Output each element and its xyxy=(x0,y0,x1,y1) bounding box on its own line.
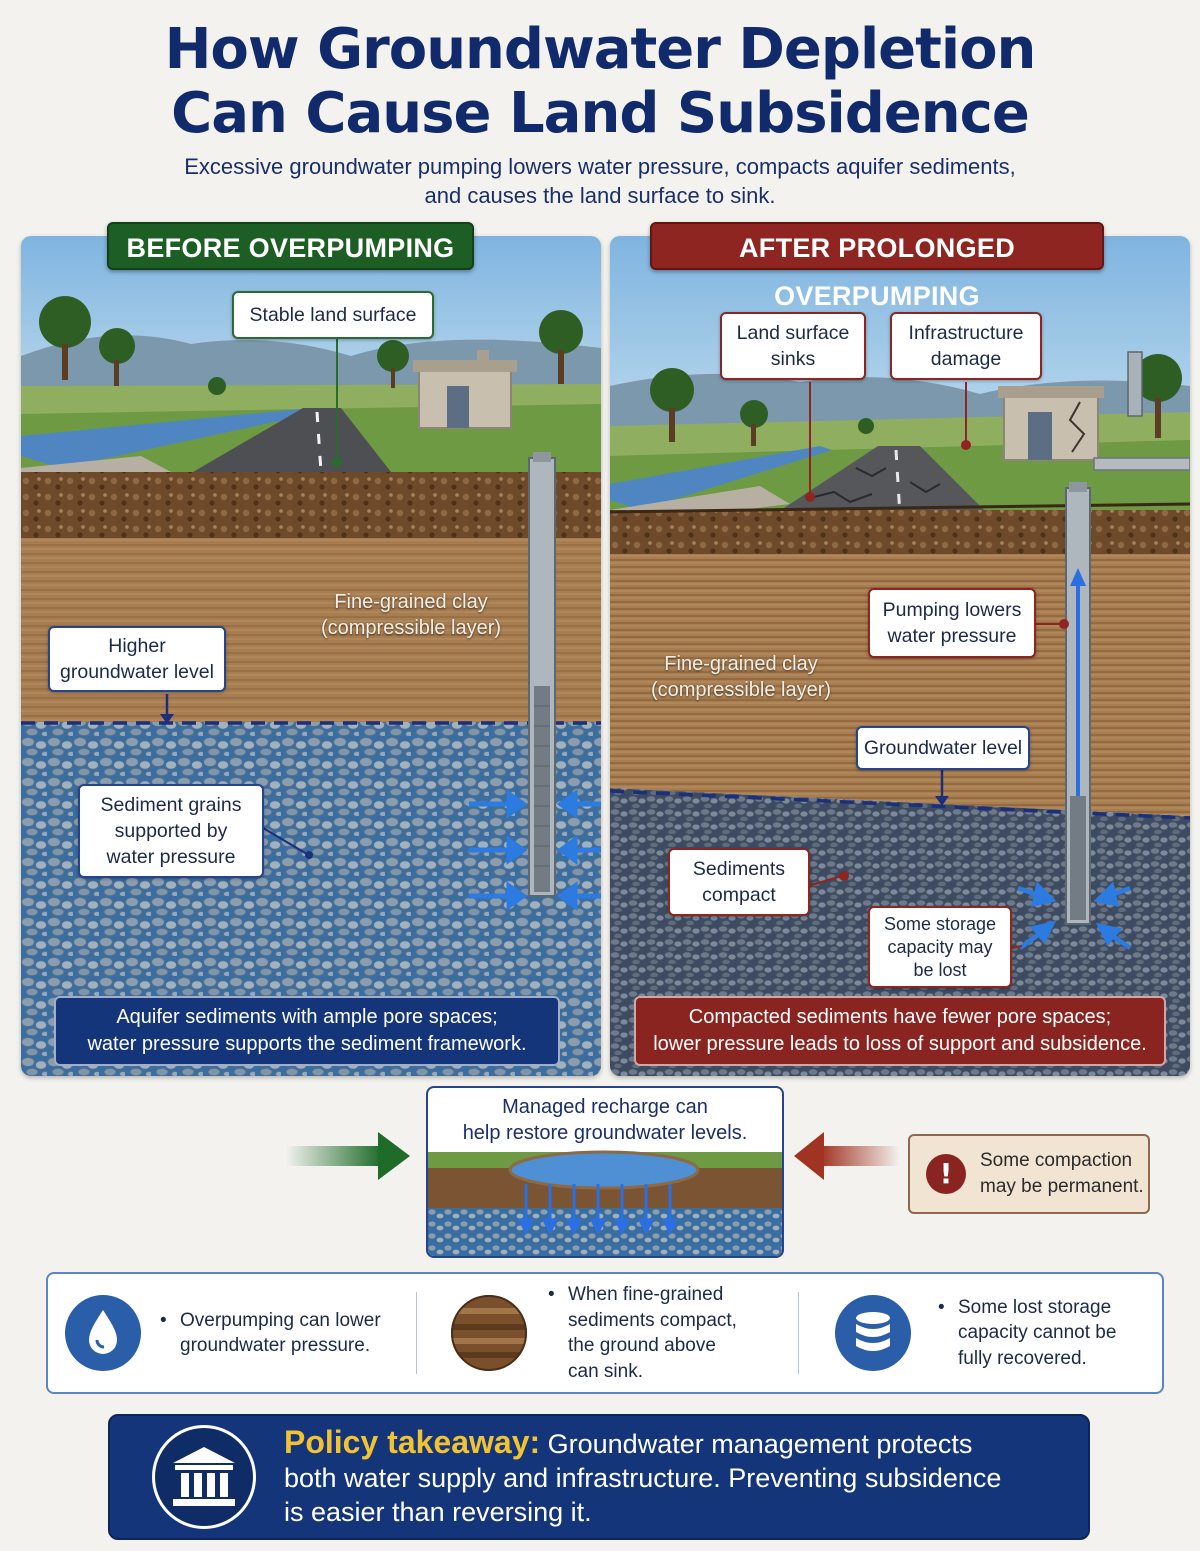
page-title: How Groundwater Depletion Can Cause Land… xyxy=(0,18,1200,146)
before-clay-label: Fine-grained clay (compressible layer) xyxy=(300,589,522,641)
policy-line-1: Groundwater management protects xyxy=(540,1429,973,1459)
callout-higher-level-line-2: groundwater level xyxy=(60,661,214,683)
callout-storage-line-1: Some storage xyxy=(883,913,997,934)
warning-icon: ! xyxy=(926,1154,966,1194)
warning-text: Some compaction may be permanent. xyxy=(980,1148,1144,1200)
recharge-caption-line-2: help restore groundwater levels. xyxy=(462,1122,748,1144)
fact-1-line-2: groundwater pressure. xyxy=(180,1335,371,1356)
callout-damage-line-1: Infrastructure xyxy=(908,322,1024,344)
policy-takeaway-banner: Policy takeaway: Groundwater management … xyxy=(108,1414,1090,1540)
fact-item-compaction: When fine-grained sediments compact, the… xyxy=(450,1274,737,1392)
callout-groundwater-level: Groundwater level xyxy=(856,726,1030,770)
after-banner-line-1: Compacted sediments have fewer pore spac… xyxy=(688,1006,1112,1028)
recharge-caption: Managed recharge can help restore ground… xyxy=(428,1094,782,1146)
callout-pumping-line-2: water pressure xyxy=(887,625,1017,647)
weak-inflow-arrows-icon xyxy=(1017,881,1132,950)
managed-recharge-box: Managed recharge can help restore ground… xyxy=(426,1086,784,1258)
callout-land-sinks: Land surface sinks xyxy=(720,312,866,380)
warning-line-1: Some compaction xyxy=(980,1150,1133,1171)
green-arrow-icon xyxy=(286,1132,410,1180)
title-line-2: Can Cause Land Subsidence xyxy=(171,81,1030,146)
before-clay-label-line-1: Fine-grained clay xyxy=(334,591,488,613)
after-banner: Compacted sediments have fewer pore spac… xyxy=(634,996,1166,1066)
callout-grains-line-3: water pressure xyxy=(106,846,236,868)
policy-line-2: both water supply and infrastructure. Pr… xyxy=(284,1463,1002,1493)
after-clay-label: Fine-grained clay (compressible layer) xyxy=(630,651,852,703)
fact-divider xyxy=(798,1292,799,1374)
fact-2-line-3: the ground above xyxy=(568,1335,716,1356)
storage-tank-icon xyxy=(835,1295,911,1371)
callout-storage-line-3: be lost xyxy=(913,959,967,980)
fact-3-line-1: Some lost storage xyxy=(958,1296,1112,1318)
before-banner: Aquifer sediments with ample pore spaces… xyxy=(54,996,560,1066)
fact-3-line-3: fully recovered. xyxy=(958,1347,1087,1369)
callout-higher-level: Higher groundwater level xyxy=(48,626,226,692)
permanent-compaction-warning: ! Some compaction may be permanent. xyxy=(908,1134,1150,1214)
fact-3-line-2: capacity cannot be xyxy=(958,1322,1117,1344)
callout-pumping-line-1: Pumping lowers xyxy=(882,599,1022,621)
after-banner-line-2: lower pressure leads to loss of support … xyxy=(653,1033,1147,1055)
fact-2-line-1: When fine-grained xyxy=(568,1284,724,1305)
callout-grains-line-1: Sediment grains xyxy=(100,794,242,816)
fact-divider xyxy=(416,1292,417,1374)
warning-line-2: may be permanent. xyxy=(980,1176,1144,1197)
institution-building-icon xyxy=(152,1425,256,1529)
callout-land-sinks-line-1: Land surface xyxy=(736,322,850,344)
fact-1-line-1: Overpumping can lower xyxy=(180,1309,381,1331)
callout-storage-line-2: capacity may xyxy=(887,936,993,957)
fact-2-line-4: can sink. xyxy=(568,1360,643,1382)
page-subtitle: Excessive groundwater pumping lowers wat… xyxy=(0,152,1200,210)
water-drop-icon xyxy=(65,1295,141,1371)
callout-stable-surface: Stable land surface xyxy=(232,291,434,339)
policy-lead: Policy takeaway: xyxy=(284,1424,541,1460)
before-banner-line-1: Aquifer sediments with ample pore spaces… xyxy=(116,1006,498,1028)
recharge-basin-illustration xyxy=(428,1150,782,1256)
fact-text-compaction: When fine-grained sediments compact, the… xyxy=(546,1282,737,1384)
callout-land-sinks-line-2: sinks xyxy=(770,348,816,370)
red-arrow-icon xyxy=(794,1132,900,1180)
title-line-1: How Groundwater Depletion xyxy=(164,17,1037,82)
subtitle-line-1: Excessive groundwater pumping lowers wat… xyxy=(184,154,1016,179)
before-heading: BEFORE OVERPUMPING xyxy=(107,222,474,270)
before-clay-label-line-2: (compressible layer) xyxy=(320,617,502,639)
callout-damage-line-2: damage xyxy=(930,348,1002,370)
soil-layers-icon xyxy=(451,1295,527,1371)
callout-grains-line-2: supported by xyxy=(114,820,228,842)
key-facts-panel: Overpumping can lower groundwater pressu… xyxy=(46,1272,1164,1394)
callout-compact-line-1: Sediments xyxy=(692,858,786,880)
subtitle-line-2: and causes the land surface to sink. xyxy=(424,183,776,208)
callout-pumping-lowers: Pumping lowers water pressure xyxy=(868,588,1036,658)
callout-sediments-compact: Sediments compact xyxy=(668,848,810,916)
fact-text-storage: Some lost storage capacity cannot be ful… xyxy=(936,1295,1116,1372)
after-clay-label-line-2: (compressible layer) xyxy=(650,679,832,701)
fact-item-pressure: Overpumping can lower groundwater pressu… xyxy=(64,1274,381,1392)
callout-higher-level-line-1: Higher xyxy=(108,635,166,657)
policy-line-3: is easier than reversing it. xyxy=(284,1497,592,1527)
callout-infrastructure-damage: Infrastructure damage xyxy=(890,312,1042,380)
inflow-arrows-icon xyxy=(469,789,601,911)
after-heading: AFTER PROLONGED OVERPUMPING xyxy=(650,222,1104,311)
callout-storage-lost: Some storage capacity may be lost xyxy=(868,906,1012,988)
policy-text: Policy takeaway: Groundwater management … xyxy=(284,1425,1001,1529)
fact-text-pressure: Overpumping can lower groundwater pressu… xyxy=(158,1308,381,1359)
fact-item-storage: Some lost storage capacity cannot be ful… xyxy=(834,1274,1116,1392)
callout-grains-supported: Sediment grains supported by water press… xyxy=(78,784,264,878)
callout-compact-line-2: compact xyxy=(702,884,776,906)
fact-2-line-2: sediments compact, xyxy=(568,1309,737,1331)
recharge-caption-line-1: Managed recharge can xyxy=(502,1096,708,1118)
before-banner-line-2: water pressure supports the sediment fra… xyxy=(87,1033,527,1055)
after-clay-label-line-1: Fine-grained clay xyxy=(664,653,818,675)
